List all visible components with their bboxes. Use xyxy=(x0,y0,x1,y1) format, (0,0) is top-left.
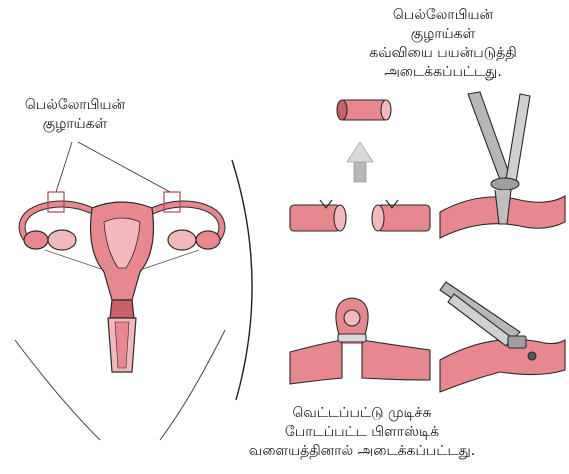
tubes-label-line-2: குழாய்கள் xyxy=(0,115,150,134)
clip-label-line-1: பெல்லோபியன் xyxy=(318,6,568,25)
uterus-illustration xyxy=(15,202,225,440)
ring-applicator-illustration xyxy=(440,282,565,392)
up-arrow-icon xyxy=(347,142,373,182)
clip-label-line-4: அடைக்கப்பட்டது. xyxy=(318,63,568,82)
clip-procedure-illustration xyxy=(440,92,565,238)
removed-tube-segment xyxy=(337,100,391,120)
leader-line-left xyxy=(56,142,72,192)
ring-label-line-3: வளையத்தினால் அடைக்கப்பட்டது. xyxy=(212,442,512,461)
ring-method-label: வெட்டப்பட்டு முடிச்சு போடப்பட்ட பிளாஸ்டி… xyxy=(212,404,512,461)
ring-label-line-2: போடப்பட்ட பிளாஸ்டிக் xyxy=(212,423,512,442)
clip-method-label: பெல்லோபியன் குழாய்கள் கவ்வியை பயன்படுத்த… xyxy=(318,6,568,82)
ring-label-line-1: வெட்டப்பட்டு முடிச்சு xyxy=(212,404,512,423)
ring-loop-illustration xyxy=(290,298,430,384)
clip-label-line-2: குழாய்கள் xyxy=(318,25,568,44)
tied-tube-ends xyxy=(290,200,430,231)
clip-label-line-3: கவ்வியை பயன்படுத்தி xyxy=(318,44,568,63)
tubes-label-line-1: பெல்லோபியன் xyxy=(0,96,150,115)
fallopian-tubes-label: பெல்லோபியன் குழாய்கள் xyxy=(0,96,150,134)
divider-bracket xyxy=(232,160,252,400)
leader-line-right xyxy=(78,142,170,192)
